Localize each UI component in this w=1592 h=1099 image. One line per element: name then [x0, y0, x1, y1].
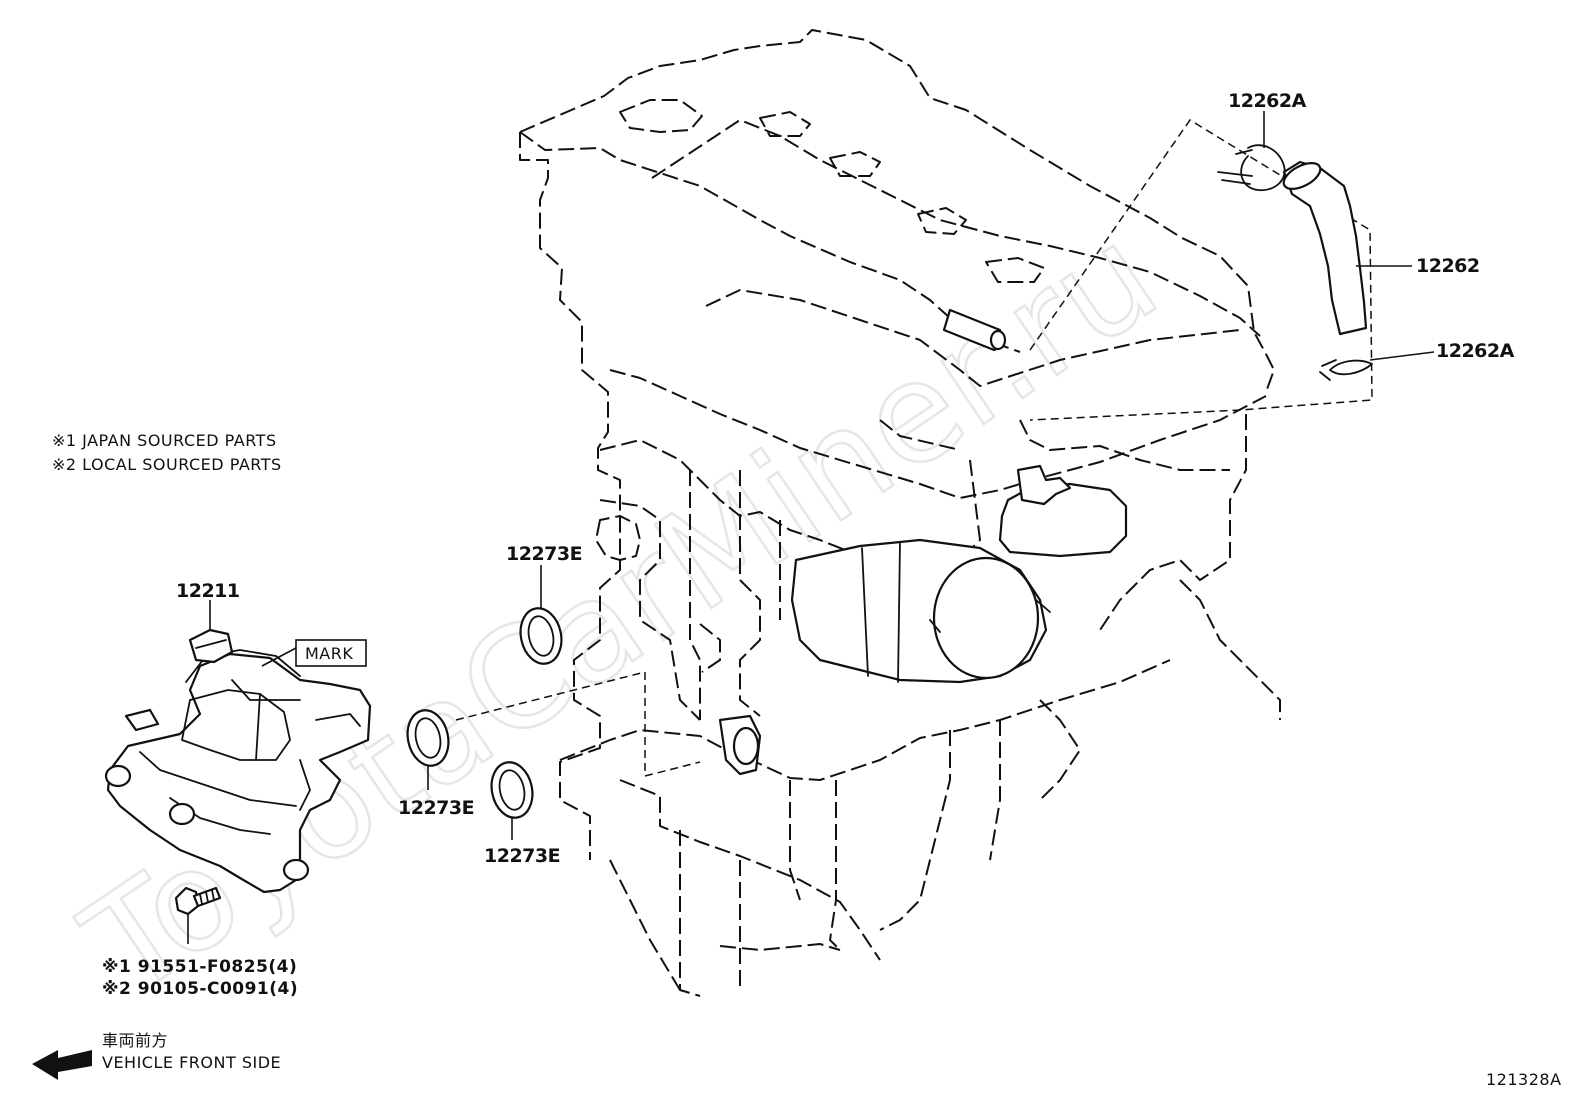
engine-outline — [519, 29, 1281, 997]
gasket-bottom — [490, 761, 534, 819]
bolt-part-local: ※2 90105-C0091(4) — [102, 979, 298, 999]
oil-separator — [104, 628, 372, 894]
hose-clamp-top — [1217, 144, 1286, 192]
callout-gasket-top: 12273E — [506, 543, 582, 565]
mark-label: MARK — [305, 644, 353, 663]
gasket-top — [519, 607, 563, 665]
leader-lines — [187, 111, 1435, 944]
callout-gasket-bottom: 12273E — [484, 845, 560, 867]
mark-callout: MARK — [295, 639, 367, 667]
direction-english: VEHICLE FRONT SIDE — [102, 1053, 281, 1072]
indicator-lines — [455, 118, 1373, 777]
pcv-hose — [1282, 160, 1368, 336]
gasket-left — [406, 709, 450, 767]
flange-bolt — [174, 886, 222, 916]
direction-japanese: 車両前方 — [102, 1031, 168, 1050]
note-japan-sourced: ※1 JAPAN SOURCED PARTS — [52, 431, 277, 450]
bolt-part-japan: ※1 91551-F0825(4) — [102, 957, 297, 977]
gasket-port-stub — [718, 714, 762, 776]
engine-cylinder-component — [790, 538, 1051, 684]
front-arrow-icon — [32, 1050, 92, 1080]
callout-gasket-left: 12273E — [398, 797, 474, 819]
callout-hose: 12262 — [1416, 255, 1480, 277]
oil-filler-neck — [998, 464, 1128, 558]
callout-oil-separator: 12211 — [176, 580, 240, 602]
figure-id: 121328A — [1486, 1070, 1562, 1089]
note-local-sourced: ※2 LOCAL SOURCED PARTS — [52, 455, 282, 474]
front-direction-indicator: 車両前方 VEHICLE FRONT SIDE — [32, 1031, 281, 1080]
callout-hose-clamp-top: 12262A — [1228, 90, 1307, 112]
hose-clamp-bottom — [1319, 359, 1373, 381]
callout-hose-clamp-bottom: 12262A — [1436, 340, 1515, 362]
breather-pipe-stub — [942, 308, 1007, 352]
